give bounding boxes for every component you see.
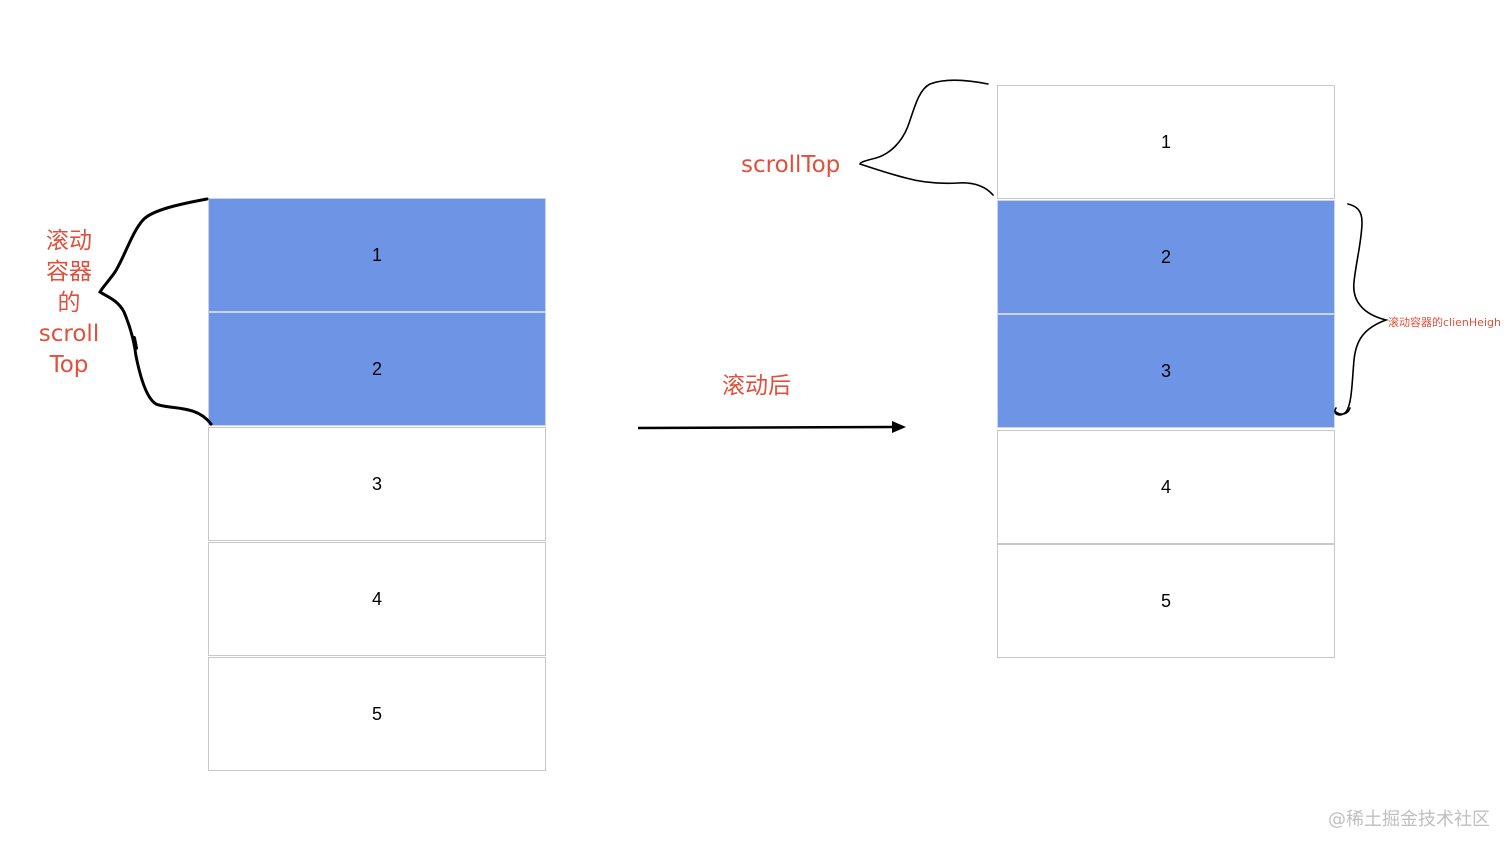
left-item-5-label: 5 [371, 703, 382, 724]
left-scrolltop-brace [98, 197, 213, 426]
scroll-arrow-line [637, 425, 895, 430]
left-item-3-label: 3 [371, 473, 382, 494]
right-item-2: 2 [997, 200, 1335, 314]
clientheight-label: 滚动容器的clienHeigh [1388, 316, 1501, 329]
left-scroll-container: 1 2 3 4 5 [208, 198, 546, 772]
left-item-2: 2 [208, 312, 546, 426]
transition-label: 滚动后 [722, 373, 791, 399]
right-item-5-label: 5 [1160, 590, 1171, 611]
right-item-3-label: 3 [1160, 360, 1171, 381]
right-scroll-container: 1 2 3 4 5 [997, 85, 1335, 659]
left-item-3: 3 [208, 427, 546, 541]
left-label-line-3: 的 [57, 290, 81, 316]
right-item-2-label: 2 [1160, 246, 1171, 267]
right-item-3: 3 [997, 314, 1335, 428]
watermark: @稀土掘金技术社区 [1328, 809, 1490, 830]
left-label-line-2: 容器 [46, 259, 92, 285]
left-item-5: 5 [208, 657, 546, 771]
right-item-4: 4 [997, 430, 1335, 544]
scroll-arrow-head [892, 421, 906, 433]
right-item-4-label: 4 [1160, 476, 1171, 497]
left-item-4: 4 [208, 542, 546, 656]
right-scrolltop-brace [859, 79, 994, 196]
clientheight-brace [1334, 203, 1389, 416]
left-label-line-5: Top [49, 352, 89, 378]
right-item-1-label: 1 [1160, 131, 1171, 152]
left-item-1: 1 [208, 198, 546, 312]
right-scrolltop-label: scrollTop [741, 152, 841, 178]
left-item-1-label: 1 [371, 244, 382, 265]
left-label-line-1: 滚动 [46, 228, 92, 254]
left-item-4-label: 4 [371, 588, 382, 609]
left-item-2-label: 2 [371, 358, 382, 379]
left-label-line-4: scroll [38, 321, 100, 347]
left-scrolltop-label: 滚动 容器 的 scroll Top [30, 226, 108, 381]
right-item-1: 1 [997, 85, 1335, 199]
right-item-5: 5 [997, 544, 1335, 658]
